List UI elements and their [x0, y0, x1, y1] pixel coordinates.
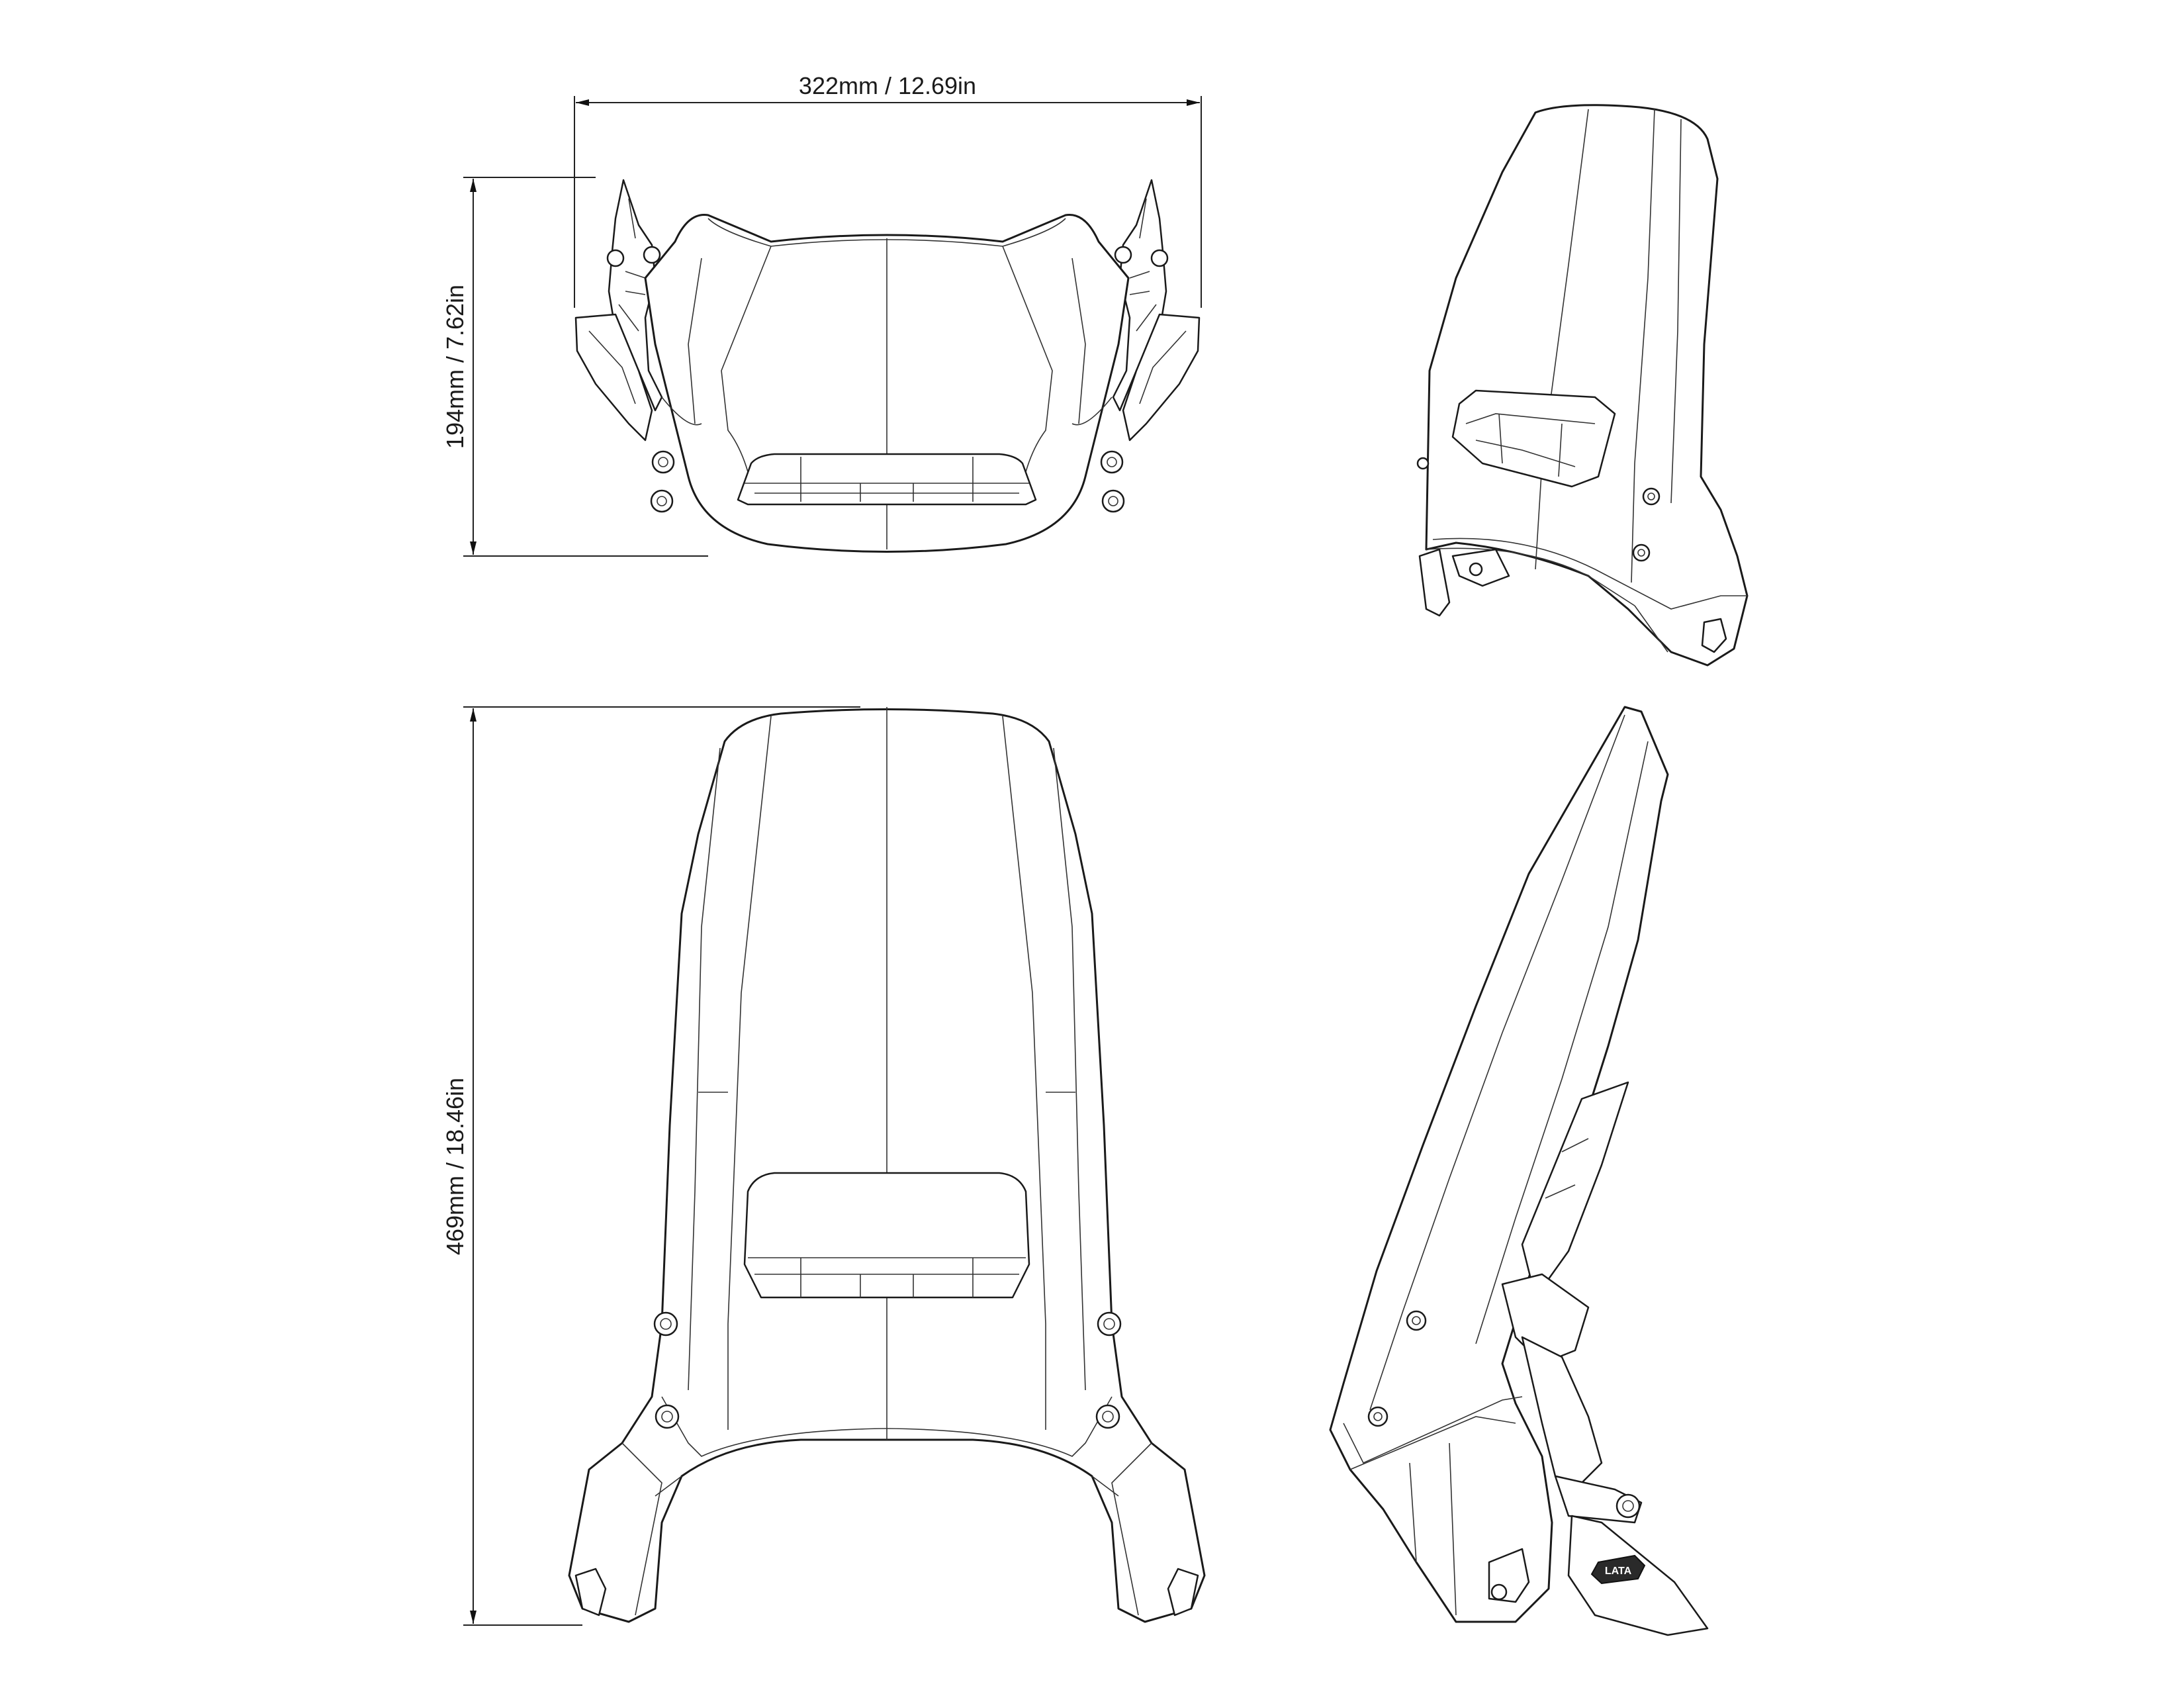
isometric-view — [1416, 104, 1749, 667]
top-view-bolts — [650, 450, 1125, 513]
top-view — [574, 179, 1201, 553]
isometric-view-screen-shell — [1425, 104, 1749, 667]
top-height-dimension-label: 194mm / 7.62in — [441, 285, 469, 449]
side-view: LATA — [1329, 706, 1709, 1636]
side-view-logo-badge: LATA — [1605, 1566, 1632, 1577]
top-height-dimension: 194mm / 7.62in — [441, 177, 708, 557]
front-view-bolts — [653, 1311, 1122, 1429]
front-height-dimension-label: 469mm / 18.46in — [441, 1078, 469, 1255]
side-view-mount-bracket: LATA — [1501, 1273, 1709, 1636]
top-view-headlight-opening — [737, 453, 1037, 506]
width-dimension: 322mm / 12.69in — [574, 72, 1202, 308]
front-view — [568, 707, 1206, 1623]
front-view-headlight-opening — [743, 1172, 1030, 1299]
top-view-right-bracket — [1112, 179, 1201, 442]
side-view-screen-shell — [1329, 706, 1669, 1623]
top-view-left-bracket — [574, 179, 663, 442]
width-dimension-label: 322mm / 12.69in — [799, 72, 976, 99]
front-height-dimension: 469mm / 18.46in — [441, 706, 860, 1626]
